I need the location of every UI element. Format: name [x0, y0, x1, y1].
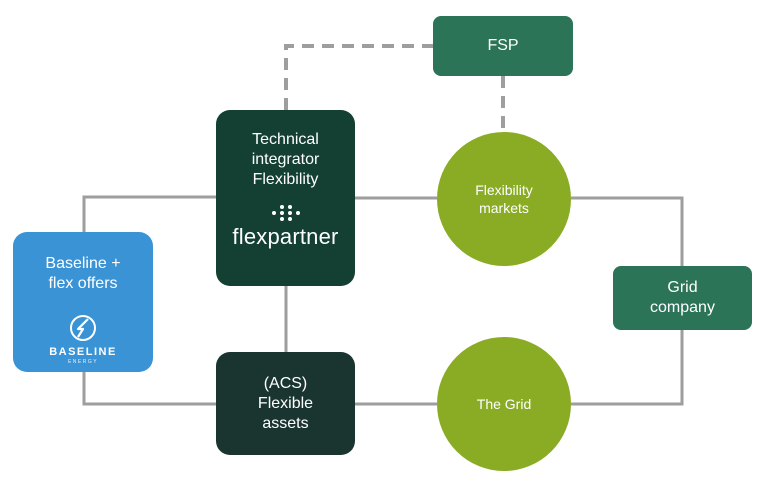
the-grid-label: The Grid — [476, 396, 532, 412]
flexpartner-dots-icon — [271, 205, 300, 221]
technical-integrator-label: Technical integrator Flexibility — [251, 131, 320, 188]
fsp-box: FSP — [433, 16, 573, 76]
baseline-label: Baseline + flex offers — [45, 255, 121, 292]
link-baseline-bottom — [82, 372, 216, 406]
link-markets-gridcompany — [571, 196, 684, 266]
baseline-logo: BASELINE ENERGY — [49, 314, 117, 365]
link-grid-gridcompany — [571, 330, 684, 406]
technical-integrator-box: Technical integrator Flexibility flexpar… — [216, 110, 355, 286]
grid-company-box: Grid company — [613, 266, 752, 330]
grid-company-label: Grid company — [650, 279, 715, 316]
the-grid-circle: The Grid — [437, 337, 571, 471]
baseline-logo-text: BASELINE — [49, 346, 117, 358]
flexibility-markets-circle: Flexibility markets — [437, 132, 571, 266]
flexibility-markets-label: Flexibility markets — [475, 182, 533, 216]
baseline-lightning-icon — [70, 315, 96, 341]
acs-flexible-assets-label: (ACS) Flexible assets — [257, 374, 314, 432]
baseline-logo-subtext: ENERGY — [67, 359, 99, 365]
fsp-label: FSP — [487, 37, 519, 54]
dashed-link-integrator-fsp — [284, 44, 433, 110]
baseline-box: Baseline + flex offers BASELINE ENERGY — [13, 232, 153, 372]
flexpartner-logo: flexpartner — [232, 204, 338, 250]
acs-flexible-assets-box: (ACS) Flexible assets — [216, 352, 355, 455]
link-baseline-top — [82, 195, 216, 232]
flexpartner-logo-text: flexpartner — [232, 224, 339, 249]
